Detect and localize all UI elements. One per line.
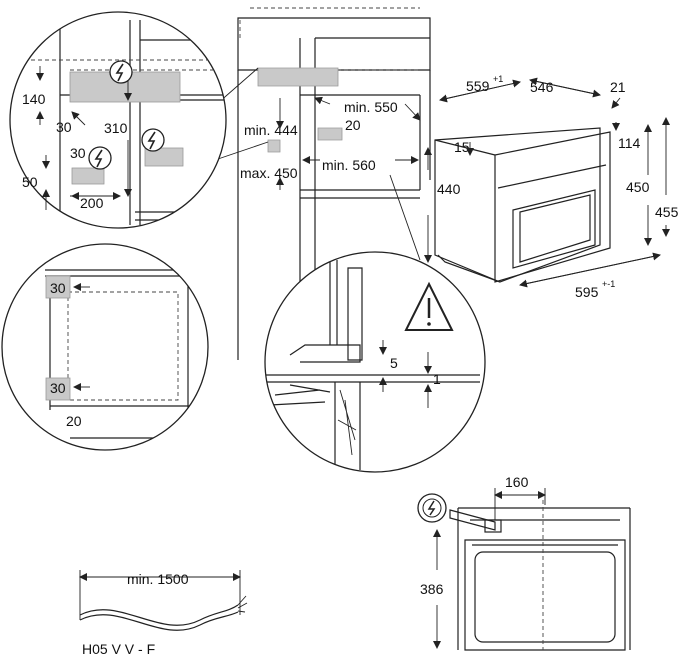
label-min444: min. 444 — [244, 122, 298, 138]
label-440: 440 — [437, 181, 461, 197]
label-20-side: 20 — [66, 413, 82, 429]
detail-floor-content — [265, 260, 480, 470]
label-min550: min. 550 — [344, 99, 398, 115]
label-30-top: 30 — [56, 119, 72, 135]
label-546: 546 — [530, 79, 554, 95]
warning-triangle-icon — [404, 281, 454, 331]
label-min560: min. 560 — [322, 157, 376, 173]
label-450: 450 — [626, 179, 650, 195]
label-30-side-bottom: 30 — [50, 380, 66, 396]
label-595-tolerance: +-1 — [602, 279, 615, 289]
label-595: 595 — [575, 284, 599, 300]
label-1: 1 — [433, 371, 441, 387]
label-21: 21 — [610, 79, 626, 95]
label-455: 455 — [655, 204, 679, 220]
label-max450: max. 450 — [240, 165, 298, 181]
detail-circle-side — [1, 243, 209, 451]
label-559-tolerance: +1 — [493, 74, 503, 84]
cabinet-drawing — [209, 7, 431, 360]
label-30-mid: 30 — [70, 145, 86, 161]
oven-front-drawing — [449, 500, 631, 651]
electrical-hazard-icon — [109, 60, 133, 84]
label-386: 386 — [420, 581, 444, 597]
detail-circle-top-left — [9, 11, 227, 229]
label-5: 5 — [390, 355, 398, 371]
electrical-hazard-icon — [88, 146, 112, 170]
label-cable-type: H05 V V - F — [82, 641, 155, 657]
label-20-cabinet: 20 — [345, 117, 361, 133]
label-15: 15 — [454, 139, 470, 155]
detail-side-content — [45, 269, 195, 439]
oven-drawing — [434, 127, 611, 283]
detail-circle-floor — [264, 251, 486, 473]
label-min1500: min. 1500 — [127, 571, 189, 587]
cable-drawing — [79, 570, 248, 631]
label-200: 200 — [80, 195, 104, 211]
label-310: 310 — [104, 120, 128, 136]
label-160: 160 — [505, 474, 529, 490]
label-114: 114 — [618, 135, 641, 151]
label-30-side-top: 30 — [50, 280, 66, 296]
electrical-hazard-icon — [417, 493, 447, 523]
electrical-hazard-icon — [141, 128, 165, 152]
label-140: 140 — [22, 91, 46, 107]
label-50: 50 — [22, 174, 38, 190]
